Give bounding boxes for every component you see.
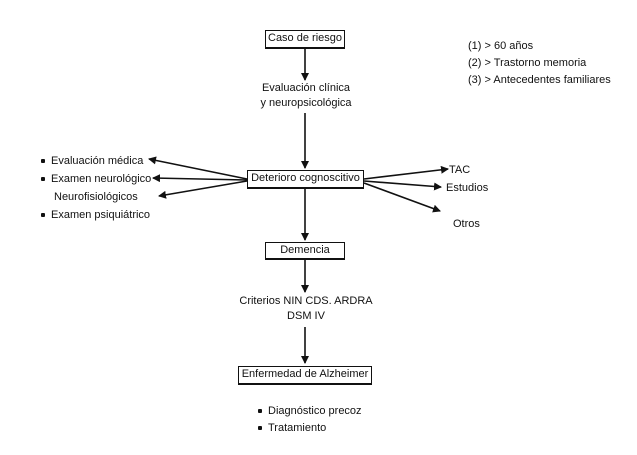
node-demencia-label: Demencia (280, 244, 330, 256)
left-item-evaluacion-medica: Evaluación médica (51, 155, 144, 167)
node-evaluacion: Evaluación clínica y neuropsicológica (240, 81, 372, 111)
bottom-item-tratamiento: Tratamiento (268, 422, 327, 434)
node-enfermedad-de-alzheimer: Enfermedad de Alzheimer (238, 366, 372, 385)
right-item-otros: Otros (453, 218, 480, 230)
bullet-icon (41, 213, 45, 217)
left-item-examen-psiquiatrico: Examen psiquiátrico (51, 209, 151, 221)
arrow-to-evaluacion-medica (148, 156, 248, 180)
arrow-to-examen-neurologico (152, 174, 248, 183)
node-evaluacion-line-2: y neuropsicológica (260, 97, 352, 109)
legend-item-3: (3) > Antecedentes familiares (468, 74, 611, 86)
arrow-to-estudios (363, 180, 442, 191)
left-item-neurofisiologicos: Neurofisiológicos (54, 191, 138, 203)
right-item-estudios: Estudios (446, 182, 489, 194)
bullet-icon (258, 409, 262, 413)
arrow-to-otros (363, 182, 441, 213)
node-deterioro-label: Deterioro cognoscitivo (251, 172, 360, 184)
node-deterioro-cognoscitivo: Deterioro cognoscitivo (247, 170, 364, 189)
right-item-tac: TAC (449, 164, 471, 176)
bottom-item-diagnostico-precoz: Diagnóstico precoz (268, 405, 362, 417)
node-alzheimer-label: Enfermedad de Alzheimer (241, 368, 369, 380)
node-criterios: Criterios NIN CDS. ARDRA DSM IV (220, 294, 392, 324)
bullet-icon (41, 177, 45, 181)
node-caso-de-riesgo: Caso de riesgo (265, 30, 345, 49)
left-item-examen-neurologico: Examen neurológico (51, 173, 152, 185)
legend-item-2: (2) > Trastorno memoria (468, 57, 587, 69)
bullet-icon (258, 426, 262, 430)
node-evaluacion-line-1: Evaluación clínica (261, 82, 351, 94)
node-criterios-line-1: Criterios NIN CDS. ARDRA (239, 295, 373, 307)
arrow-to-neurofisiologicos (158, 180, 248, 199)
node-demencia: Demencia (265, 242, 345, 260)
bullet-icon (41, 159, 45, 163)
legend-item-1: (1) > 60 años (468, 40, 534, 52)
node-caso-label: Caso de riesgo (268, 32, 342, 44)
node-criterios-line-2: DSM IV (287, 310, 325, 322)
arrow-to-tac (363, 165, 449, 180)
